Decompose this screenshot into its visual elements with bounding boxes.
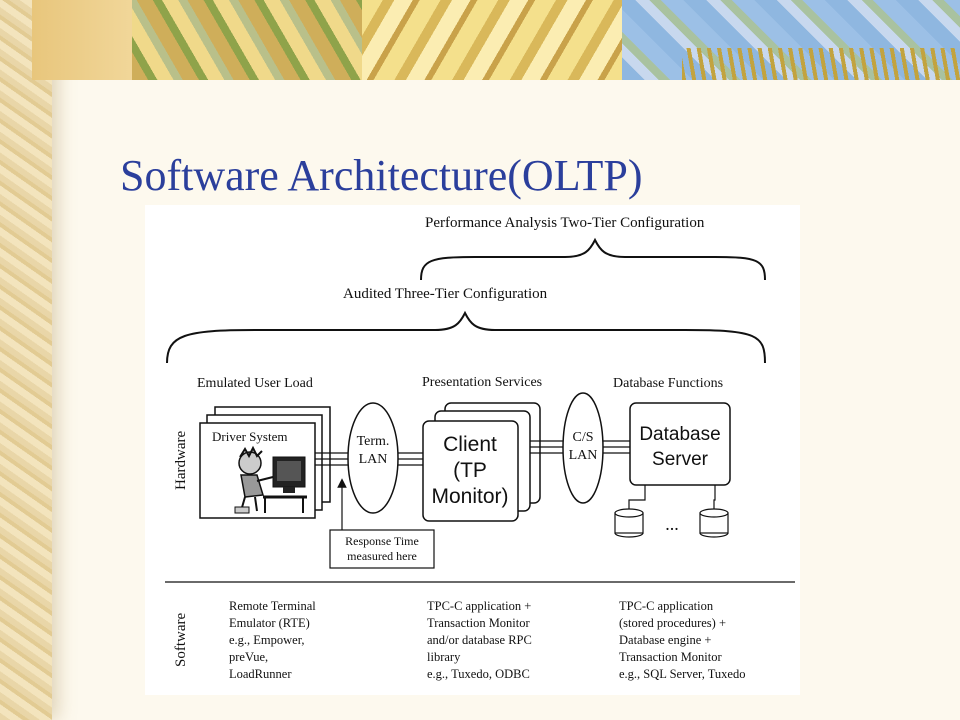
software-db-column: TPC-C application (stored procedures) + …: [619, 599, 745, 681]
disk-2-icon: [699, 508, 729, 538]
db-line-5: e.g., SQL Server, Tuxedo: [619, 667, 745, 681]
three-tier-label: Audited Three-Tier Configuration: [343, 286, 548, 302]
rte-line-5: LoadRunner: [229, 667, 292, 681]
three-tier-brace: [166, 310, 766, 364]
slide-title: Software Architecture(OLTP): [120, 151, 643, 200]
rte-line-2: Emulator (RTE): [229, 616, 310, 630]
hardware-label: Hardware: [173, 431, 189, 490]
emulated-user-load-heading: Emulated User Load: [197, 376, 313, 391]
db-line-4: Transaction Monitor: [619, 650, 722, 664]
client-label-1: Client: [443, 433, 497, 456]
presentation-services-heading: Presentation Services: [422, 375, 542, 390]
tpc-line-3: and/or database RPC: [427, 633, 532, 647]
decorative-banner: [32, 0, 960, 80]
banner-gold-image: [362, 0, 632, 80]
rte-line-3: e.g., Empower,: [229, 633, 305, 647]
architecture-figure: Performance Analysis Two-Tier Configurat…: [145, 205, 800, 695]
two-tier-label: Performance Analysis Two-Tier Configurat…: [425, 215, 705, 231]
term-lan-ellipse: [347, 402, 399, 514]
database-server-label-2: Server: [652, 449, 709, 470]
rte-line-1: Remote Terminal: [229, 599, 316, 613]
tpc-line-2: Transaction Monitor: [427, 616, 530, 630]
link-db-disk-2: [713, 485, 716, 510]
user-at-computer-icon: [234, 445, 307, 514]
link-db-disk-1: [628, 485, 646, 510]
database-server-box: [629, 402, 731, 486]
tpc-line-5: e.g., Tuxedo, ODBC: [427, 667, 530, 681]
client-label-3: Monitor): [431, 485, 508, 508]
disk-ellipsis: ...: [665, 514, 679, 534]
cs-lan-label-1: C/S: [572, 430, 593, 445]
disk-1-icon: [614, 508, 644, 538]
response-time-box: [329, 529, 435, 569]
banner-tan-block: [32, 0, 142, 80]
term-lan-label-2: LAN: [359, 452, 388, 467]
driver-system-label: Driver System: [212, 429, 287, 444]
response-time-label-1: Response Time: [345, 534, 419, 548]
banner-leaves-image: [132, 0, 372, 80]
banner-grass-accent: [682, 48, 960, 80]
two-tier-brace: [420, 237, 766, 281]
cs-lan-label-2: LAN: [569, 448, 598, 463]
db-line-3: Database engine +: [619, 633, 711, 647]
client-box: [422, 420, 519, 522]
parchment-strip: [0, 0, 52, 720]
cs-lan-ellipse: [562, 392, 604, 504]
database-functions-heading: Database Functions: [613, 376, 723, 391]
software-rte-column: Remote Terminal Emulator (RTE) e.g., Emp…: [229, 599, 316, 681]
client-label-2: (TP: [453, 459, 487, 482]
term-lan-label-1: Term.: [357, 434, 390, 449]
database-server-label-1: Database: [639, 424, 720, 445]
rte-line-4: preVue,: [229, 650, 268, 664]
db-line-1: TPC-C application: [619, 599, 714, 613]
tpc-line-1: TPC-C application +: [427, 599, 531, 613]
software-tpc-column: TPC-C application + Transaction Monitor …: [427, 599, 532, 681]
software-label: Software: [173, 613, 189, 667]
tpc-line-4: library: [427, 650, 461, 664]
response-time-label-2: measured here: [347, 549, 417, 563]
db-line-2: (stored procedures) +: [619, 616, 726, 630]
